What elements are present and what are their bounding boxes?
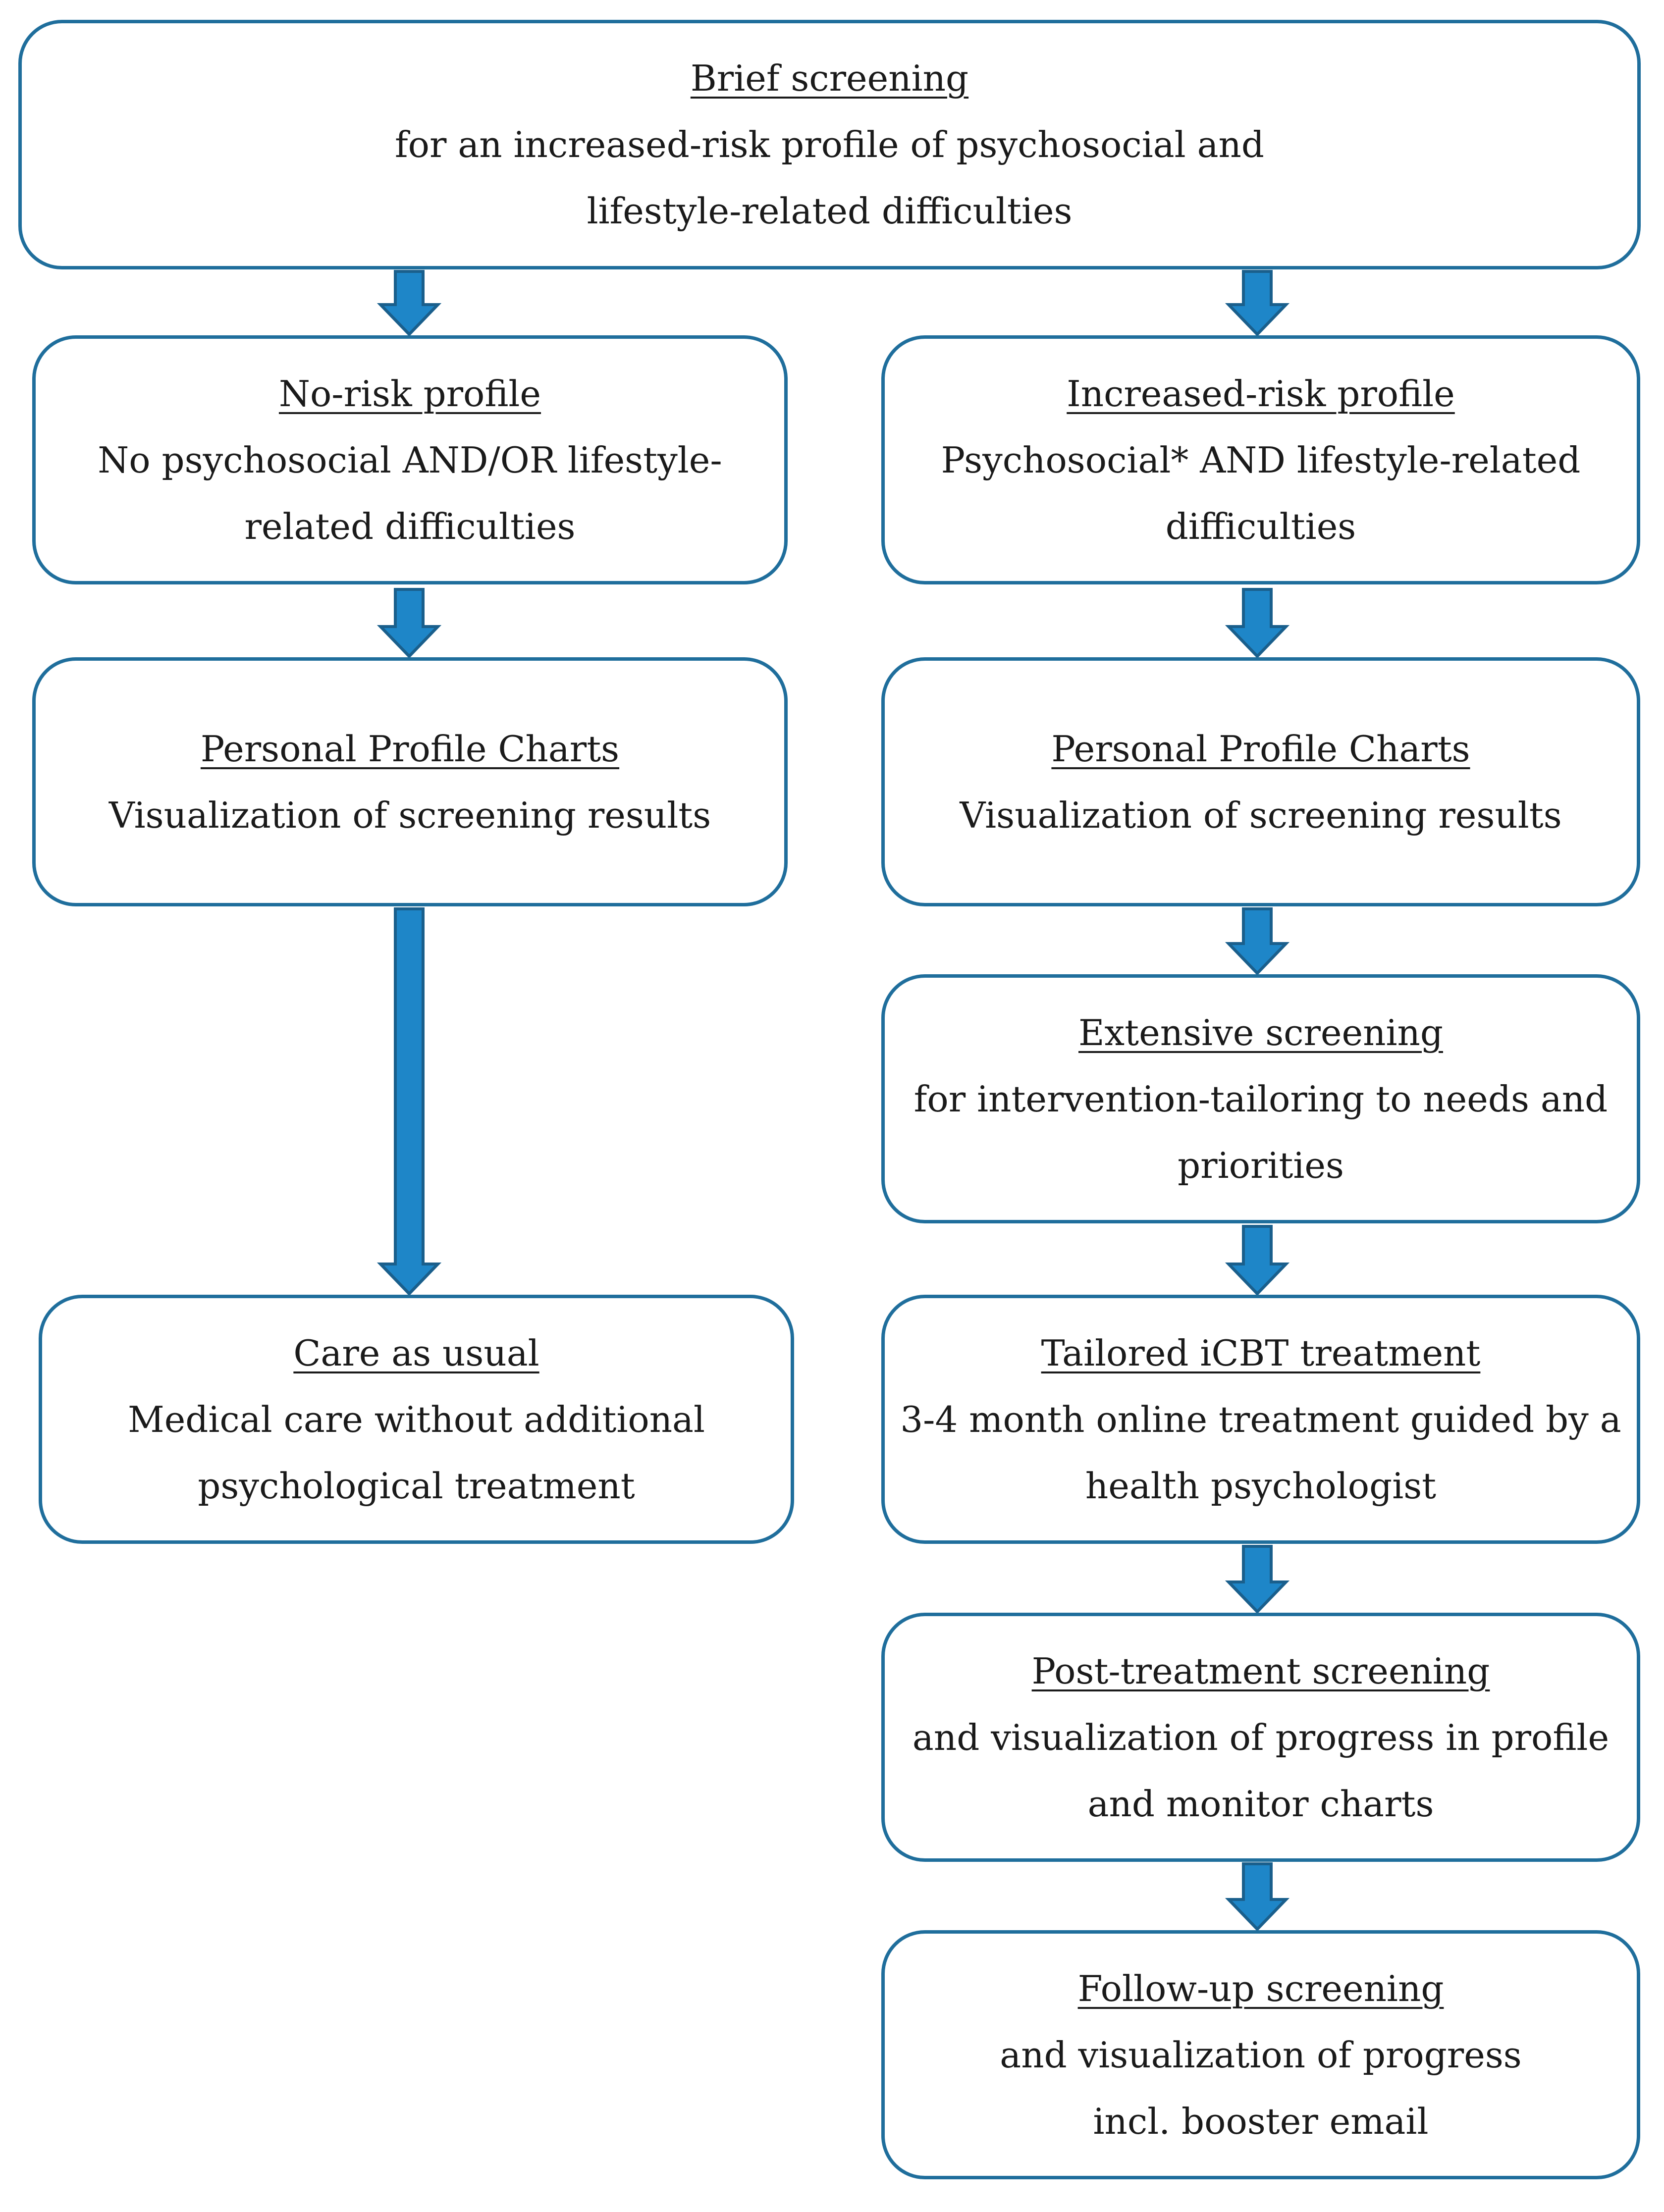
tailored-icbt-treatment-box: Tailored iCBT treatment 3-4 month online… <box>881 1295 1640 1544</box>
post-treatment-screening-box: Post-treatment screening and visualizati… <box>881 1613 1640 1862</box>
tailored-icbt-treatment-line-2: health psychologist <box>1085 1465 1437 1507</box>
care-as-usual-title: Care as usual <box>293 1332 539 1374</box>
care-as-usual-line-1: Medical care without additional <box>127 1398 705 1440</box>
no-risk-profile-line-1: No psychosocial AND/OR lifestyle- <box>98 439 722 481</box>
tailored-icbt-treatment-title: Tailored iCBT treatment <box>1041 1332 1481 1374</box>
increased-risk-profile-line-2: difficulties <box>1165 505 1356 547</box>
care-as-usual-line-2: psychological treatment <box>198 1465 635 1507</box>
personal-profile-charts-right-line-1: Visualization of screening results <box>960 794 1562 836</box>
brief-screening-line-2: lifestyle-related difficulties <box>587 190 1073 232</box>
follow-up-screening-box: Follow-up screening and visualization of… <box>881 1930 1640 2179</box>
arrow-tailored-to-post-treatment <box>1225 1545 1290 1614</box>
extensive-screening-line-2: priorities <box>1178 1144 1344 1186</box>
follow-up-screening-line-2: incl. booster email <box>1093 2100 1429 2142</box>
post-treatment-screening-title: Post-treatment screening <box>1031 1650 1490 1692</box>
personal-profile-charts-right-box: Personal Profile Charts Visualization of… <box>881 657 1640 906</box>
increased-risk-profile-line-1: Psychosocial* AND lifestyle-related <box>941 439 1581 481</box>
post-treatment-screening-line-1: and visualization of progress in profile <box>912 1716 1610 1758</box>
personal-profile-charts-left-title: Personal Profile Charts <box>200 728 620 770</box>
personal-profile-charts-left-box: Personal Profile Charts Visualization of… <box>32 657 788 906</box>
increased-risk-profile-box: Increased-risk profile Psychosocial* AND… <box>881 335 1640 584</box>
arrow-no-risk-to-profile-charts <box>376 588 442 659</box>
arrow-brief-to-increased-risk <box>1225 270 1290 337</box>
follow-up-screening-title: Follow-up screening <box>1077 1967 1444 2009</box>
extensive-screening-line-1: for intervention-tailoring to needs and <box>913 1078 1608 1120</box>
brief-screening-line-1: for an increased-risk profile of psychos… <box>395 124 1264 165</box>
follow-up-screening-line-1: and visualization of progress <box>1000 2034 1522 2076</box>
arrow-post-to-follow-up <box>1225 1862 1290 1932</box>
tailored-icbt-treatment-line-1: 3-4 month online treatment guided by a <box>900 1398 1621 1440</box>
arrow-profile-charts-to-extensive-screening <box>1225 907 1290 976</box>
care-as-usual-box: Care as usual Medical care without addit… <box>39 1295 794 1544</box>
no-risk-profile-box: No-risk profile No psychosocial AND/OR l… <box>32 335 788 584</box>
no-risk-profile-line-2: related difficulties <box>244 505 576 547</box>
post-treatment-screening-line-2: and monitor charts <box>1087 1783 1434 1825</box>
arrow-profile-charts-to-care-as-usual <box>376 907 442 1296</box>
extensive-screening-box: Extensive screening for intervention-tai… <box>881 974 1640 1223</box>
arrow-brief-to-no-risk <box>376 270 442 337</box>
brief-screening-box: Brief screening for an increased-risk pr… <box>18 20 1641 269</box>
personal-profile-charts-right-title: Personal Profile Charts <box>1051 728 1470 770</box>
arrow-extensive-to-tailored-treatment <box>1225 1225 1290 1296</box>
no-risk-profile-title: No-risk profile <box>278 372 541 415</box>
extensive-screening-title: Extensive screening <box>1078 1011 1443 1053</box>
increased-risk-profile-title: Increased-risk profile <box>1067 372 1455 415</box>
personal-profile-charts-left-line-1: Visualization of screening results <box>108 794 711 836</box>
arrow-increased-risk-to-profile-charts <box>1225 588 1290 659</box>
brief-screening-title: Brief screening <box>690 57 969 99</box>
